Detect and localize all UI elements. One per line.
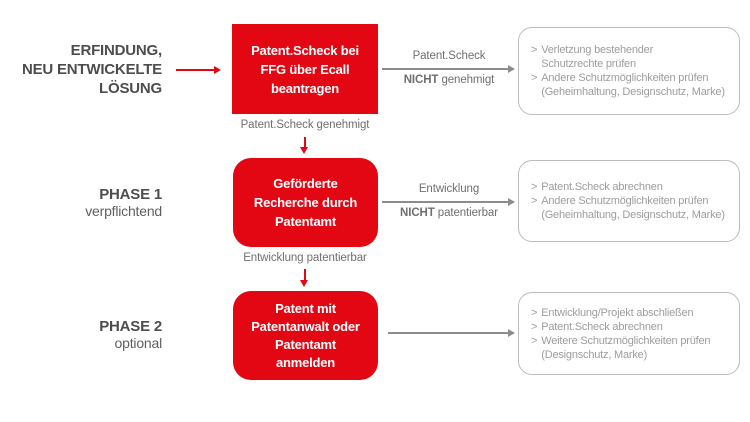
- outcome-item-text: Weitere Schutzmöglichkeiten prüfen (Desi…: [541, 334, 711, 361]
- connector-label-not-patentable-bottom: NICHT patentierbar: [382, 207, 516, 220]
- chevron-bullet-icon: >: [531, 72, 538, 84]
- connector-label-approved: Patent.Scheck genehmigt: [240, 119, 370, 131]
- list-item: > Patent.Scheck abrechnen: [531, 320, 731, 334]
- arrow-invention-to-apply: [176, 66, 221, 73]
- outcome-item-text: Patent.Scheck abrechnen: [541, 320, 663, 333]
- arrow-register-to-outcome: [388, 329, 515, 336]
- connector-label-patentable: Entwicklung patentierbar: [243, 252, 367, 264]
- stage-label-invention: ERFINDUNG, NEU ENTWICKELTE LÖSUNG: [21, 42, 162, 97]
- chevron-bullet-icon: >: [531, 320, 538, 333]
- outcome-item-text: Verletzung bestehender Schutzrechte prüf…: [541, 44, 654, 70]
- outcome-item-text: Andere Schutzmöglichkeiten prüfen (Gehei…: [541, 72, 725, 98]
- process-box-research-text: Geförderte Recherche durch Patentamt: [253, 176, 358, 229]
- connector-label-not-patentable-top: Entwicklung: [418, 183, 480, 195]
- process-box-apply-text: Patent.Scheck bei FFG über Ecall beantra…: [251, 42, 359, 96]
- chevron-bullet-icon: >: [531, 195, 538, 207]
- connector-label-not-approved-top: Patent.Scheck: [412, 50, 486, 62]
- outcome-box-registered: > Entwicklung/Projekt abschließen > Pate…: [518, 292, 740, 375]
- connector-label-not-approved-bottom: NICHT genehmigt: [382, 74, 516, 87]
- arrow-not-patentable: [382, 198, 515, 205]
- list-item: > Andere Schutzmöglichkeiten prüfen (Geh…: [531, 71, 731, 99]
- not-patentable-rest: patentierbar: [434, 207, 498, 219]
- arrow-apply-to-research: [301, 137, 308, 154]
- chevron-bullet-icon: >: [531, 334, 538, 347]
- phase1-subtitle: verpflichtend: [85, 203, 162, 219]
- phase1-title: PHASE 1: [99, 186, 162, 203]
- list-item: > Patent.Scheck abrechnen: [531, 180, 731, 194]
- process-box-funded-research: Geförderte Recherche durch Patentamt: [233, 158, 378, 247]
- outcome-box-not-approved: > Verletzung bestehender Schutzrechte pr…: [518, 27, 740, 115]
- outcome-item-text: Patent.Scheck abrechnen: [541, 181, 663, 193]
- stage-label-phase1: PHASE 1 verpflichtend: [0, 186, 162, 220]
- list-item: > Verletzung bestehender Schutzrechte pr…: [531, 43, 731, 71]
- not-patentable-bold: NICHT: [400, 207, 435, 219]
- not-approved-rest: genehmigt: [438, 74, 495, 86]
- not-approved-bold: NICHT: [403, 74, 439, 86]
- outcome-item-text: Andere Schutzmöglichkeiten prüfen (Gehei…: [541, 195, 725, 221]
- chevron-bullet-icon: >: [531, 44, 538, 56]
- stage-label-phase2: PHASE 2 optional: [0, 318, 163, 352]
- list-item: > Weitere Schutzmöglichkeiten prüfen (De…: [531, 334, 731, 362]
- chevron-bullet-icon: >: [531, 306, 538, 319]
- process-box-register-text: Patent mit Patentanwalt oder Patentamt a…: [251, 300, 360, 370]
- process-box-register-patent: Patent mit Patentanwalt oder Patentamt a…: [233, 291, 378, 380]
- phase2-subtitle: optional: [114, 335, 163, 351]
- arrow-research-to-register: [301, 269, 308, 287]
- list-item: > Andere Schutzmöglichkeiten prüfen (Geh…: [531, 194, 731, 222]
- arrow-not-approved: [382, 65, 515, 72]
- outcome-item-text: Entwicklung/Projekt abschließen: [541, 306, 694, 319]
- chevron-bullet-icon: >: [531, 181, 538, 193]
- outcome-box-not-patentable: > Patent.Scheck abrechnen > Andere Schut…: [518, 160, 740, 242]
- list-item: > Entwicklung/Projekt abschließen: [531, 306, 731, 320]
- phase2-title: PHASE 2: [99, 318, 162, 335]
- process-box-apply-patent-scheck: Patent.Scheck bei FFG über Ecall beantra…: [232, 24, 378, 114]
